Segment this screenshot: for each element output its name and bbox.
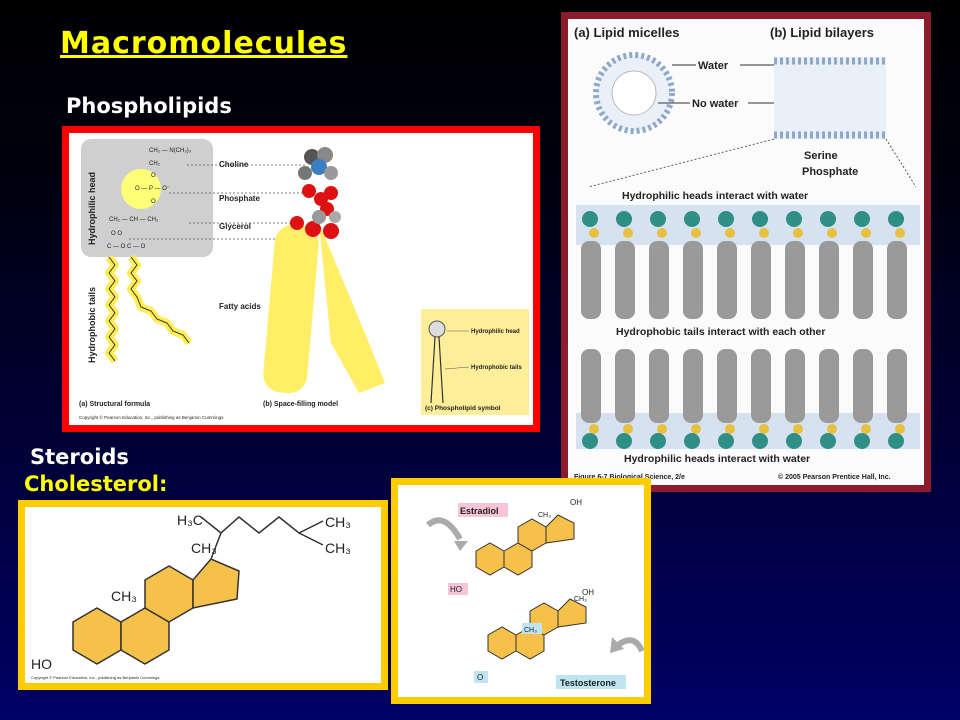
- water-label: Water: [698, 60, 729, 72]
- lipid-molecule: [785, 349, 805, 449]
- cholesterol-ch3-b: CH₃: [325, 540, 351, 556]
- phospholipid-figure-panel: Hydrophilic head Hydrophobic tails CH₂ —…: [62, 126, 540, 432]
- ring-d: [192, 558, 240, 609]
- lipid-molecule: [615, 211, 635, 319]
- phospholipids-heading: Phospholipids: [66, 94, 232, 118]
- symbol-tails-label: Hydrophobic tails: [471, 365, 522, 371]
- lipid-molecule: [887, 349, 907, 449]
- lipid-molecule: [853, 211, 873, 319]
- serine-label: Serine: [804, 150, 838, 162]
- micelle: [593, 52, 675, 134]
- testosterone-o: O: [477, 673, 483, 682]
- estradiol-ho: HO: [450, 585, 462, 594]
- lipid-molecule: [649, 211, 669, 319]
- hormones-figure-panel: Estradiol OH CH₃ HO OH CH₃ CH₃ O Testost…: [391, 478, 651, 704]
- lipid-micelles-label: (a) Lipid micelles: [574, 25, 679, 40]
- tails-text: Hydrophobic tails interact with each oth…: [616, 326, 825, 338]
- chem-glycerol-o: O O: [111, 231, 122, 237]
- hydrophobic-tails-label: Hydrophobic tails: [87, 287, 97, 363]
- chem-o-top: O: [151, 173, 156, 179]
- phosphate-label-bilayer: Phosphate: [802, 166, 858, 178]
- phosphate-label: Phosphate: [219, 194, 260, 203]
- space-filling-model: [263, 147, 385, 394]
- bilayer-figure-panel: (a) Lipid micelles (b) Lipid bilayers Wa…: [561, 12, 931, 492]
- ring-a: [72, 607, 122, 665]
- glycerol-label: Glycerol: [219, 222, 251, 231]
- cholesterol-ch3-d: CH₃: [111, 588, 137, 604]
- lipid-molecule: [581, 211, 601, 319]
- hormones-diagram: Estradiol OH CH₃ HO OH CH₃ CH₃ O Testost…: [426, 498, 645, 689]
- chem-choline-b: CH₂: [149, 161, 161, 167]
- heads-bottom-text: Hydrophilic heads interact with water: [624, 453, 810, 465]
- no-water-label: No water: [692, 98, 739, 110]
- lipid-molecule: [581, 349, 601, 449]
- bilayer-diagram: (a) Lipid micelles (b) Lipid bilayers Wa…: [574, 25, 920, 481]
- lipid-molecule: [615, 349, 635, 449]
- lipid-molecule: [819, 349, 839, 449]
- phosphate-highlight: [121, 169, 161, 209]
- lower-leaflet: [581, 349, 907, 449]
- bilayer-caption: Figure 6-7 Biological Science, 2/e: [574, 474, 685, 481]
- symbol-head: [428, 320, 446, 338]
- chem-glycerol: CH₂ — CH — CH₂: [109, 217, 159, 223]
- cholesterol-ch3-a: CH₃: [325, 514, 351, 530]
- estradiol-label: Estradiol: [460, 506, 499, 516]
- upper-leaflet: [581, 211, 907, 319]
- testosterone-oh: OH: [582, 588, 594, 597]
- caption-c: (c) Phospholipid symbol: [425, 405, 501, 412]
- heads-top-text: Hydrophilic heads interact with water: [622, 190, 808, 202]
- cholesterol-heading: Cholesterol:: [24, 472, 168, 496]
- choline-label: Choline: [219, 160, 249, 169]
- lipid-bilayers-label: (b) Lipid bilayers: [770, 25, 874, 40]
- cholesterol-ho: HO: [31, 656, 52, 672]
- testosterone-ch3-a: CH₃: [574, 596, 587, 603]
- chem-ester: C — O C — O: [107, 244, 146, 250]
- cholesterol-structure: H₃C CH₃ CH₃ CH₃ CH₃ HO Copyright © Pears…: [31, 512, 351, 680]
- hydrophilic-head-label: Hydrophilic head: [87, 172, 97, 245]
- caption-a: (a) Structural formula: [79, 401, 150, 408]
- small-bilayer: [774, 57, 886, 139]
- chem-choline-a: CH₂ — N(CH₃)₃: [149, 148, 192, 154]
- steroids-heading: Steroids: [30, 445, 129, 469]
- chem-phosphate: O — P — O⁻: [135, 186, 170, 192]
- caption-b: (b) Space-filling model: [263, 401, 338, 408]
- slide-title: Macromolecules: [60, 26, 348, 61]
- chem-o-bottom: O: [151, 199, 156, 205]
- testosterone-ch3-b: CH₃: [524, 627, 537, 634]
- testosterone-label: Testosterone: [560, 678, 616, 688]
- lipid-molecule: [683, 211, 703, 319]
- lipid-molecule: [819, 211, 839, 319]
- lipid-molecule: [751, 211, 771, 319]
- lipid-molecule: [717, 349, 737, 449]
- phospholipid-diagram: Hydrophilic head Hydrophobic tails CH₂ —…: [79, 139, 529, 420]
- estradiol-oh: OH: [570, 498, 582, 507]
- lipid-molecule: [683, 349, 703, 449]
- cholesterol-ch3-c: CH₃: [191, 540, 217, 556]
- bilayer-copyright: © 2005 Pearson Prentice Hall, Inc.: [778, 473, 891, 481]
- symbol-head-label: Hydrophilic head: [471, 329, 520, 335]
- lipid-molecule: [887, 211, 907, 319]
- phospholipid-copyright: Copyright © Pearson Education, Inc., pub…: [79, 414, 225, 420]
- lipid-molecule: [853, 349, 873, 449]
- lipid-molecule: [785, 211, 805, 319]
- lipid-molecule: [717, 211, 737, 319]
- cholesterol-copyright: Copyright © Pearson Education, Inc., pub…: [31, 675, 160, 680]
- estradiol-ch3: CH₃: [538, 512, 551, 519]
- lipid-molecule: [649, 349, 669, 449]
- lipid-molecule: [751, 349, 771, 449]
- cholesterol-figure-panel: H₃C CH₃ CH₃ CH₃ CH₃ HO Copyright © Pears…: [18, 500, 388, 690]
- cholesterol-h3c: H₃C: [177, 512, 203, 528]
- fatty-acids-label: Fatty acids: [219, 302, 261, 311]
